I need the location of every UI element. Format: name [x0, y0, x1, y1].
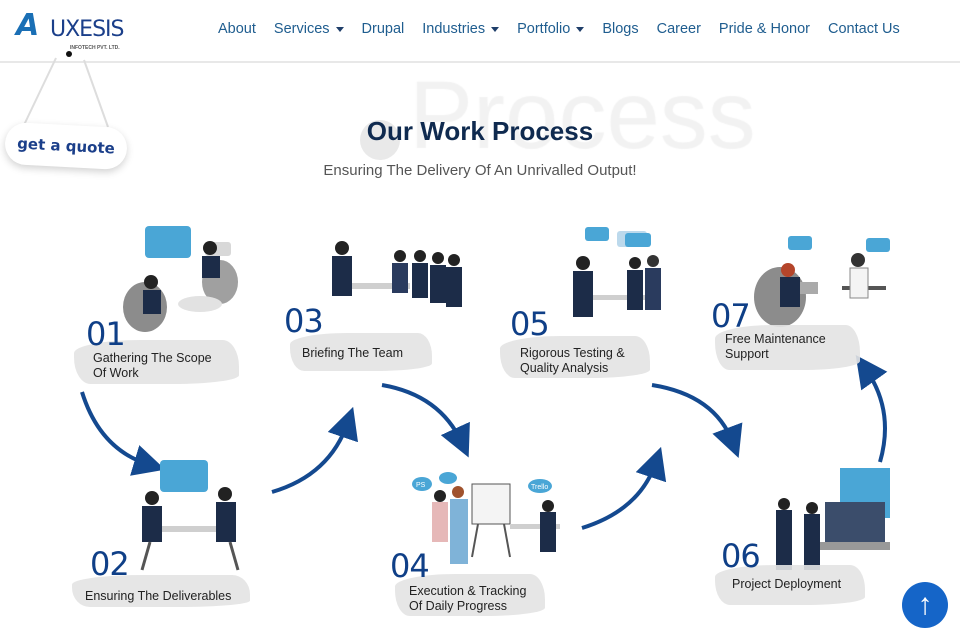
section-subtitle: Ensuring The Delivery Of An Unrivalled O… [323, 162, 637, 179]
step-number: 06 [721, 537, 761, 575]
step-label-line1: Rigorous Testing & [520, 346, 625, 360]
brush-stroke [715, 325, 860, 370]
main-nav: About Services Drupal Industries Portfol… [218, 21, 918, 37]
logo[interactable]: A UXESIS INFOTECH PVT. LTD. [16, 6, 136, 56]
nav-label: Blogs [602, 21, 639, 37]
step-label: Briefing The Team [302, 346, 403, 361]
arrow-02-03 [271, 406, 358, 494]
illustration-project-deployment [776, 468, 890, 570]
illustration-execution-tracking: PS Trello [412, 472, 560, 564]
step-number: 03 [284, 302, 324, 340]
arrow-03-04 [381, 383, 470, 458]
step-label-line2: Support [725, 347, 769, 361]
arrow-06-07 [855, 354, 888, 463]
background-watermark-picture [405, 66, 765, 186]
caret-down-icon [576, 26, 585, 32]
nav-contact[interactable]: Contact Us [828, 21, 900, 37]
bubble-trello: Trello [531, 484, 548, 491]
nav-career[interactable]: Career [657, 21, 701, 37]
nav-label: Pride & Honor [718, 21, 810, 37]
section-title: Our Work Process [366, 116, 594, 146]
step-number: 04 [390, 547, 430, 585]
caret-down-icon [491, 26, 500, 32]
step-number: 05 [510, 305, 550, 343]
step-label-line1: Briefing The Team [302, 346, 403, 360]
scroll-to-top-button[interactable]: ↑ [902, 582, 948, 628]
illustration-maintenance-support [754, 236, 890, 327]
brush-stroke [715, 565, 865, 605]
nav-label: Industries [422, 21, 486, 37]
step-number: 07 [711, 297, 751, 335]
nav-label: Portfolio [517, 21, 571, 37]
quote-hanger-strings [23, 51, 109, 128]
step-label: Project Deployment [732, 577, 841, 592]
arrow-04-05 [581, 446, 667, 530]
brush-stroke [395, 574, 545, 616]
step-label-line1: Gathering The Scope [93, 351, 212, 365]
step-label-line1: Ensuring The Deliverables [85, 589, 232, 603]
nav-drupal[interactable]: Drupal [362, 21, 405, 37]
nav-label: Drupal [361, 21, 405, 37]
illustration-testing-qa [573, 227, 661, 317]
step-number: 01 [86, 315, 126, 353]
brush-stroke [290, 333, 432, 371]
decorative-dot [360, 120, 400, 160]
step-number: 02 [90, 545, 130, 583]
nav-label: About [218, 21, 256, 37]
step-label: Rigorous Testing &Quality Analysis [520, 346, 625, 376]
caret-down-icon [335, 26, 344, 32]
logo-tagline: INFOTECH PVT. LTD. [70, 45, 120, 51]
step-label-line2: Of Work [93, 366, 139, 380]
nav-label: Contact Us [828, 21, 900, 37]
nav-label: Career [656, 21, 701, 37]
step-label-line2: Of Daily Progress [409, 599, 507, 613]
nav-services[interactable]: Services [274, 21, 344, 37]
step-label: Ensuring The Deliverables [85, 589, 231, 604]
bubble-ps: PS [416, 482, 426, 489]
step-label-line2: Quality Analysis [520, 361, 609, 375]
brush-stroke [72, 575, 250, 607]
nav-industries[interactable]: Industries [422, 21, 500, 37]
nav-pride-honor[interactable]: Pride & Honor [719, 21, 810, 37]
arrow-01-02 [80, 391, 166, 476]
step-label-line1: Execution & Tracking [409, 584, 527, 598]
nav-blogs[interactable]: Blogs [602, 21, 638, 37]
brush-stroke [74, 340, 239, 384]
logo-text: UXESIS [50, 17, 124, 42]
arrow-up-icon: ↑ [917, 588, 933, 621]
nav-portfolio[interactable]: Portfolio [517, 21, 585, 37]
site-header: A UXESIS INFOTECH PVT. LTD. About Servic… [0, 0, 960, 63]
step-label-line1: Free Maintenance [725, 332, 826, 346]
illustration-briefing-team [332, 241, 462, 307]
nav-about[interactable]: About [218, 21, 256, 37]
illustration-deliverables [140, 460, 240, 571]
logo-mark: A [16, 8, 40, 43]
step-label-line1: Project Deployment [732, 577, 842, 591]
arrow-05-06 [651, 383, 743, 458]
nav-label: Services [273, 21, 330, 37]
illustration-gathering-scope [123, 226, 238, 332]
brush-stroke [500, 336, 650, 378]
